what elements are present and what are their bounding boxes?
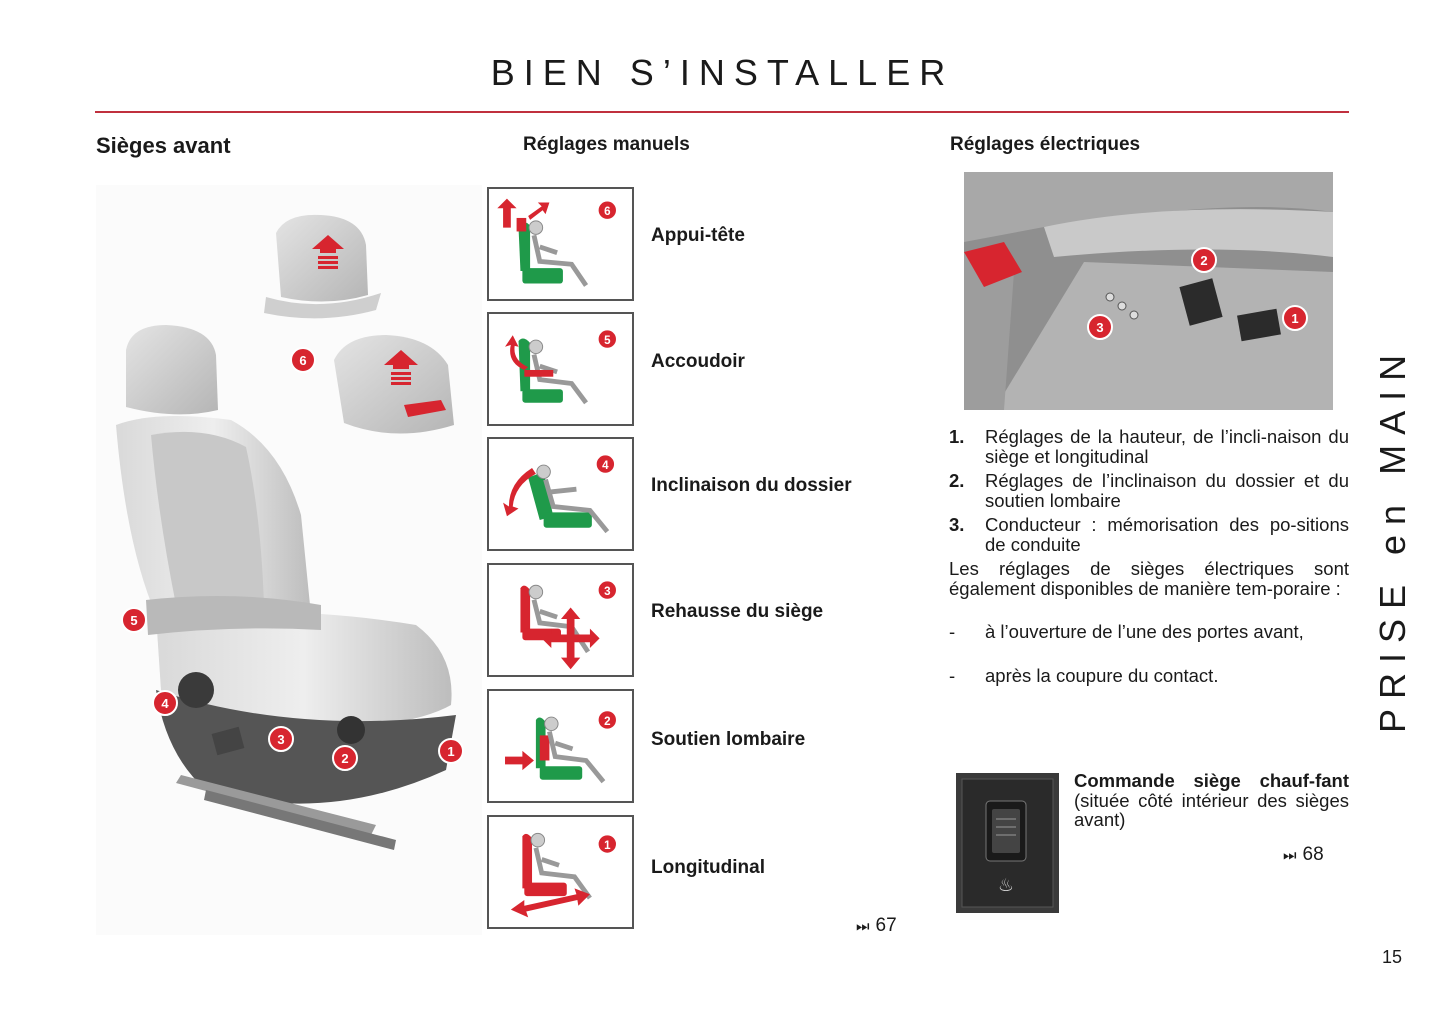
svg-text:3: 3 [277,732,284,747]
electric-paragraph: Les réglages de sièges électriques sont … [949,558,1349,599]
page-number: 15 [1382,947,1403,967]
next-page-icon: ⏭ [1283,847,1297,864]
svg-text:6: 6 [604,206,611,218]
svg-text:3: 3 [604,586,611,598]
heated-seat-location: (située côté intérieur des sièges avant) [1074,789,1349,830]
title-rule [95,111,1349,113]
pictogram-seat-height: 3 [487,563,634,677]
svg-text:2: 2 [1200,253,1207,268]
callout-3: 3 [268,726,294,752]
section-heading-manual: Réglages manuels [523,134,690,155]
photo-callout-3: 3 [1087,314,1113,340]
section-heading-electric: Réglages électriques [950,134,1141,155]
heated-seat-icon: ♨ [998,875,1014,896]
callout-1: 1 [438,738,464,764]
svg-text:1: 1 [1291,311,1298,326]
adjustment-label-longitudinal: Longitudinal [651,857,765,878]
pictogram-longitudinal: 1 [487,815,634,929]
pictogram-backrest-recline: 4 [487,437,634,551]
adjustment-label-armrest: Accoudoir [651,351,745,372]
chapter-side-label: PRISE en MAIN [1372,344,1413,733]
section-heading-front-seats: Sièges avant [96,133,231,158]
adjustment-label-backrest-recline: Inclinaison du dossier [651,475,852,496]
svg-text:6: 6 [299,353,306,368]
svg-text:1: 1 [604,840,611,852]
svg-text:3: 3 [1096,320,1103,335]
next-page-icon: ⏭ [856,918,870,935]
svg-text:2: 2 [341,751,348,766]
adjustment-label-headrest: Appui-tête [651,225,745,246]
svg-text:5: 5 [130,613,137,628]
electric-controls-photo: 1 2 3 [964,172,1333,410]
heated-seat-description: Commande siège chauf-fant (située côté i… [1074,771,1349,830]
heated-seat-switch-photo: ♨ [956,773,1059,913]
page-title: BIEN S’INSTALLER [490,52,955,93]
front-seat-illustration: 1 2 3 4 5 6 [96,185,482,935]
heated-seat-page-reference[interactable]: ⏭68 [1283,844,1324,865]
heated-seat-title: Commande siège chauf-fant [1074,770,1349,791]
photo-callout-2: 2 [1191,247,1217,273]
adjustment-label-seat-height: Rehausse du siège [651,601,824,622]
pictogram-lumbar-support: 2 [487,689,634,803]
pictogram-headrest: 6 [487,187,634,301]
svg-text:2: 2 [604,716,610,728]
svg-text:5: 5 [604,335,611,347]
photo-callout-1: 1 [1282,305,1308,331]
svg-text:1: 1 [447,744,454,759]
callout-4: 4 [152,690,178,716]
adjustment-label-lumbar-support: Soutien lombaire [651,729,806,750]
svg-text:4: 4 [602,460,609,472]
svg-text:4: 4 [161,696,169,711]
manual-page-reference[interactable]: ⏭67 [856,915,897,936]
callout-5: 5 [121,607,147,633]
pictogram-armrest: 5 [487,312,634,426]
callout-6: 6 [290,347,316,373]
callout-2: 2 [332,745,358,771]
